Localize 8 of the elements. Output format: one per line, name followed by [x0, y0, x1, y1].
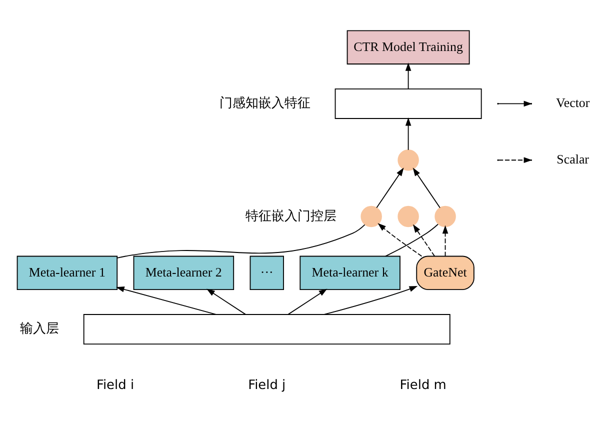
label: 输入层 — [20, 322, 59, 337]
legend-label: Vector — [556, 95, 590, 110]
label: Field m — [400, 378, 446, 394]
legend-label: Scalar — [556, 152, 590, 167]
label: Field i — [96, 378, 134, 394]
label: 门感知嵌入特征 — [220, 96, 311, 112]
label: 特征嵌入门控层 — [245, 208, 336, 224]
label: Field j — [248, 378, 286, 394]
